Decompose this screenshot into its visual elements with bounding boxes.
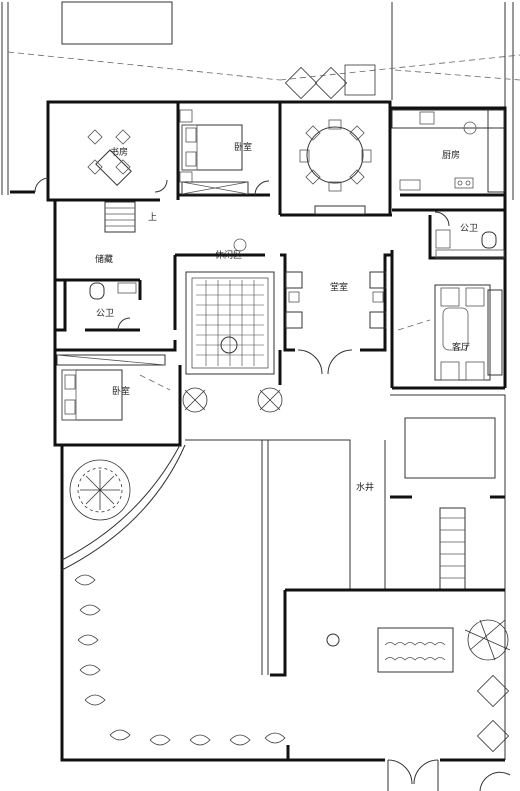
living-room: 客厅 — [397, 284, 503, 381]
well-label: 水井 — [356, 481, 374, 493]
room-label-bath-left: 公卫 — [96, 308, 114, 319]
room-label-leisure: 休闲区 — [215, 249, 242, 261]
bathroom-right: 公卫 — [434, 211, 505, 259]
room-label-hall: 堂室 — [330, 281, 348, 293]
room-label-storage: 储藏 — [95, 253, 113, 265]
entrance-plants — [182, 387, 283, 413]
room-label-living: 客厅 — [452, 341, 470, 353]
bathroom-left: 公卫 — [89, 282, 137, 331]
room-label-bedroom-lower: 卧室 — [112, 385, 130, 397]
study-room: 书房 — [34, 129, 168, 193]
stair-label: 上 — [148, 212, 157, 223]
room-label-bedroom-upper: 卧室 — [234, 141, 252, 153]
room-label-kitchen: 厨房 — [442, 149, 460, 161]
courtyard: 水井 — [61, 394, 506, 760]
bottom-gate — [288, 758, 511, 791]
bedroom-upper: 卧室 — [179, 109, 270, 196]
exterior-walls — [10, 100, 507, 762]
dining-area — [299, 119, 372, 215]
hall: 堂室 — [285, 271, 387, 375]
outdoor-tables-lower — [464, 619, 511, 753]
kitchen: 厨房 — [391, 109, 505, 193]
site-boundary — [1, 1, 520, 200]
stairs-storage: 上 储藏 — [95, 201, 157, 265]
outdoor-tables-upper — [284, 64, 376, 100]
bedroom-lower: 卧室 — [56, 354, 171, 421]
garden-shrubs — [74, 574, 286, 746]
room-label-bath-right: 公卫 — [460, 223, 478, 234]
leisure-area: 休闲区 — [185, 238, 275, 375]
interior-walls — [48, 102, 505, 385]
garden-tree — [69, 459, 131, 521]
room-label-study: 书房 — [110, 146, 128, 158]
